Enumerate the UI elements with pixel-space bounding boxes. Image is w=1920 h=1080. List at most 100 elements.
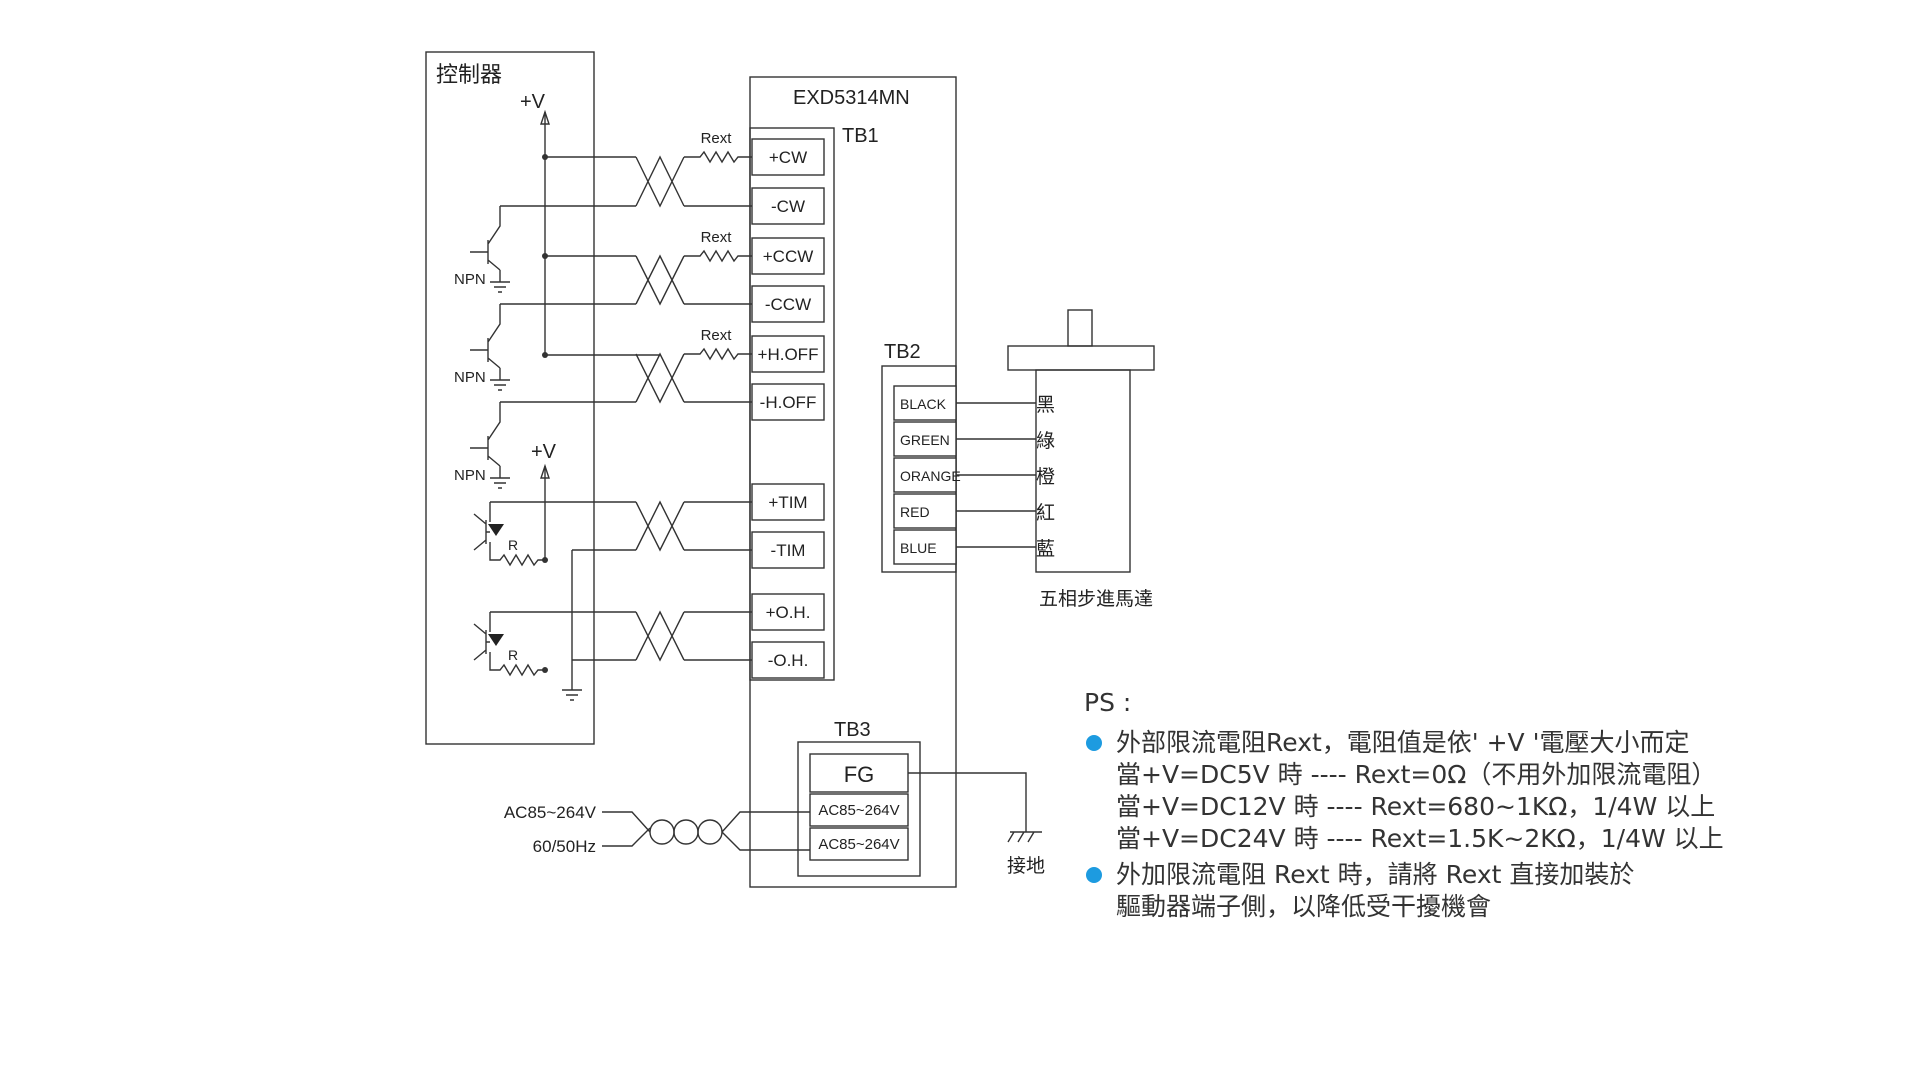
tb2-terminal-group: BLACK GREEN ORANGE RED BLUE xyxy=(893,385,961,565)
rext-resistor-icon xyxy=(684,347,752,361)
ps-item-2: 外加限流電阻 Rext 時，請將 Rext 直接加裝於 驅動器端子側，以降低受干… xyxy=(1084,859,1784,923)
tb1-terminal-box xyxy=(751,483,825,521)
fg-wire xyxy=(908,772,1027,832)
twisted-pair xyxy=(635,155,685,208)
motor-label: 五相步進馬達 xyxy=(1039,588,1153,610)
tb2-terminal-box xyxy=(893,457,957,493)
power-line1: AC85~264V xyxy=(504,803,597,822)
tb1-terminal-box xyxy=(751,531,825,569)
ground-icon xyxy=(490,477,510,489)
tb1-terminal: -TIM xyxy=(771,541,806,560)
rext-label: Rext xyxy=(701,229,733,246)
motor-wire-color: 橙 xyxy=(1036,466,1055,488)
tb1-terminal: -H.OFF xyxy=(760,393,817,412)
npn-label: NPN xyxy=(454,467,486,484)
tb1-terminal: +TIM xyxy=(768,493,807,512)
phototransistor-icon xyxy=(473,513,487,551)
tb3-ac2: AC85~264V xyxy=(818,836,899,853)
earth-ground-icon xyxy=(1007,831,1042,843)
resistor-label: R xyxy=(508,537,518,553)
tb1-terminal-group: +CW-CW+CCW-CCW+H.OFF-H.OFF+TIM-TIM+O.H.-… xyxy=(751,138,825,679)
tb1-terminal: -CW xyxy=(771,197,805,216)
power-to-tb3 xyxy=(721,811,810,851)
motor-shaft xyxy=(1067,309,1093,347)
vplus-arrow-icon xyxy=(540,463,550,479)
controller-title: 控制器 xyxy=(436,62,502,87)
junction-dot xyxy=(542,667,548,673)
ground-icon xyxy=(490,281,510,293)
motor-wire-color: 綠 xyxy=(1036,430,1055,452)
tb3-label: TB3 xyxy=(834,719,871,741)
vplus-arrow-icon xyxy=(540,109,550,125)
tb1-terminal-box xyxy=(751,641,825,679)
tb3-frame xyxy=(797,741,921,877)
tb2-terminal-box xyxy=(893,385,957,421)
npn-transistor-icon xyxy=(470,206,501,282)
ferrite-ring-1 xyxy=(649,819,675,845)
tb2-terminal: ORANGE xyxy=(900,468,961,484)
motor-body xyxy=(1035,369,1131,573)
tb2-terminal: RED xyxy=(900,504,930,520)
tb1-label: TB1 xyxy=(842,125,879,147)
tb1-terminal: +O.H. xyxy=(766,603,811,622)
phototransistor-icon xyxy=(473,623,487,661)
ferrite-ring-2 xyxy=(673,819,699,845)
ground-icon xyxy=(562,689,582,701)
output-resistor-icon xyxy=(486,612,545,677)
ferrite-ring-3 xyxy=(697,819,723,845)
tb2-terminal-box xyxy=(893,529,957,565)
tb1-terminal: -CCW xyxy=(765,295,811,314)
tb1-terminal: +CCW xyxy=(763,247,814,266)
tb2-terminal: BLACK xyxy=(900,396,947,412)
tb1-terminal-box xyxy=(751,138,825,176)
vplus-mid-label: +V xyxy=(531,441,557,463)
tb2-terminal-box xyxy=(893,421,957,457)
npn-label: NPN xyxy=(454,369,486,386)
rext-label: Rext xyxy=(701,327,733,344)
npn-transistor-icon xyxy=(470,304,501,380)
tb2-label: TB2 xyxy=(884,341,921,363)
tb3-ac1: AC85~264V xyxy=(818,802,899,819)
ground-label: 接地 xyxy=(1007,855,1045,877)
controller-box xyxy=(425,51,595,745)
tb2-terminal: GREEN xyxy=(900,432,950,448)
npn-label: NPN xyxy=(454,271,486,288)
ps-item-1-line: 當+V=DC5V 時 ---- Rext=0Ω（不用外加限流電阻） xyxy=(1116,760,1717,789)
bullet-icon xyxy=(1086,867,1102,883)
tb3-fg: FG xyxy=(844,762,875,787)
led-icon xyxy=(488,634,504,646)
motor-wire-color: 紅 xyxy=(1036,502,1055,524)
bullet-icon xyxy=(1086,735,1102,751)
tb2-terminal: BLUE xyxy=(900,540,937,556)
output-resistor-icon xyxy=(486,502,545,567)
ps-item-1: 外部限流電阻Rext，電阻值是依' +V '電壓大小而定 當+V=DC5V 時 … xyxy=(1084,727,1784,855)
npn-transistor-icon xyxy=(470,402,501,478)
tb1-frame xyxy=(749,127,835,681)
tb1-terminal: +CW xyxy=(769,148,807,167)
ps-item-1-line: 當+V=DC24V 時 ---- Rext=1.5K~2KΩ，1/4W 以上 xyxy=(1116,824,1724,853)
ps-item-1-line: 當+V=DC12V 時 ---- Rext=680~1KΩ，1/4W 以上 xyxy=(1116,792,1716,821)
vplus-rail-top xyxy=(544,112,660,356)
resistor-label: R xyxy=(508,647,518,663)
motor-flange xyxy=(1007,345,1155,371)
led-icon xyxy=(488,524,504,536)
tb3-ac1-box xyxy=(809,793,909,827)
rext-resistor-icon xyxy=(684,150,752,164)
ps-title: PS : xyxy=(1084,688,1132,717)
twisted-pair xyxy=(635,352,685,404)
power-line2: 60/50Hz xyxy=(533,837,596,856)
twisted-pair xyxy=(635,254,685,306)
motor-wire-color: 藍 xyxy=(1036,538,1055,560)
twisted-pair xyxy=(490,500,752,552)
ps-item-2-line: 外加限流電阻 Rext 時，請將 Rext 直接加裝於 xyxy=(1116,860,1635,889)
tb3-fg-box xyxy=(809,753,909,793)
ps-item-1-line: 外部限流電阻Rext，電阻值是依' +V '電壓大小而定 xyxy=(1116,728,1690,757)
common-return-wire xyxy=(571,549,636,690)
junction-dot xyxy=(542,352,548,358)
power-lead xyxy=(602,811,651,847)
rext-resistor-icon xyxy=(684,249,752,263)
rext-label: Rext xyxy=(701,130,733,147)
